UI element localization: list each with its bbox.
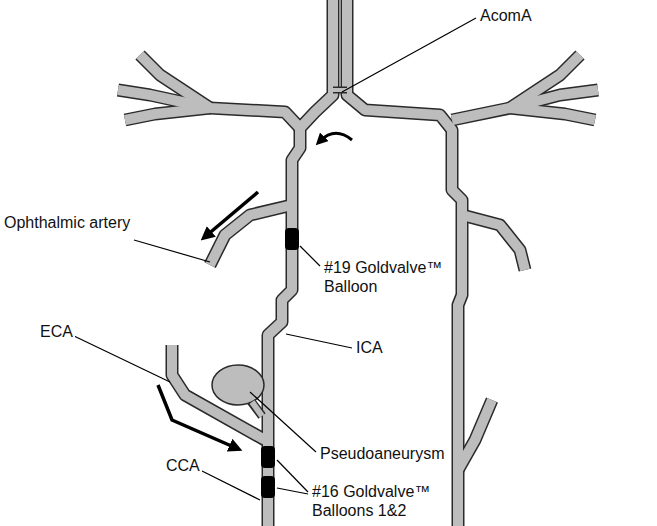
leader-line <box>342 18 476 92</box>
aneurysm-neck-lumen <box>252 402 262 416</box>
leader-line <box>277 488 308 494</box>
vessel-outline <box>118 0 598 526</box>
leader-line <box>200 470 260 500</box>
balloon <box>261 476 275 498</box>
part-label: Ophthalmic artery <box>2 213 132 232</box>
part-label: CCA <box>164 456 202 475</box>
leader-line <box>134 240 210 262</box>
part-label: ICA <box>354 338 385 357</box>
pseudoaneurysm-sac <box>212 365 264 405</box>
vessel-lumen <box>118 0 598 526</box>
flow-arrow <box>320 133 352 141</box>
part-label: Pseudoaneurysm <box>318 444 447 463</box>
leader-line <box>277 460 308 492</box>
leader-line <box>300 246 320 266</box>
leader-line <box>286 334 352 348</box>
aneurysm-neck <box>250 400 262 416</box>
part-label: ECA <box>38 322 75 341</box>
leader-line <box>250 392 316 452</box>
flow-arrow <box>206 192 258 236</box>
part-label: AcomA <box>478 6 534 25</box>
part-label: #16 Goldvalve™ Balloons 1&2 <box>310 482 439 520</box>
part-label: #19 Goldvalve™ Balloon <box>322 258 446 296</box>
balloon <box>261 446 275 468</box>
balloon <box>285 228 299 250</box>
leader-line <box>74 336 170 382</box>
flow-arrow <box>158 385 236 448</box>
